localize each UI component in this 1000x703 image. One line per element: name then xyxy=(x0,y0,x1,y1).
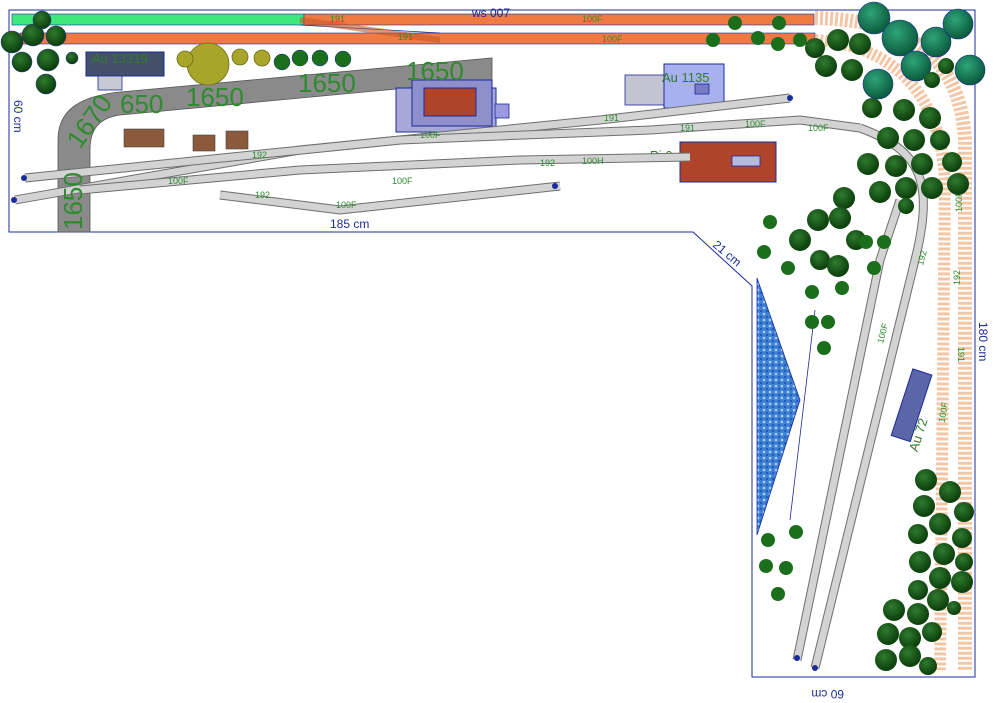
track-code: 100F xyxy=(602,34,623,44)
small-house-1 xyxy=(123,128,165,148)
track-code: 191 xyxy=(330,14,345,24)
track-code: 100F xyxy=(336,200,357,210)
ramp-height-label: 1650 xyxy=(406,56,464,86)
small-house-2 xyxy=(192,134,216,152)
buffer-stop-6 xyxy=(21,175,27,181)
building-au-1135[interactable]: Au 1135 xyxy=(624,63,725,109)
station-building[interactable] xyxy=(395,79,510,133)
ramp-height-label: 1650 xyxy=(186,82,244,112)
siding-green xyxy=(11,13,305,26)
buffer-stop-5 xyxy=(11,197,17,203)
water-pond xyxy=(756,277,801,536)
dimension-bottom-left: 185 cm xyxy=(330,217,369,231)
track-code: 192 xyxy=(952,270,962,285)
ramp-height-label: 1650 xyxy=(298,68,356,98)
dimension-right: 180 cm xyxy=(976,322,990,361)
building-au-13319[interactable]: Au 13319 xyxy=(85,51,165,91)
trees-middle-right xyxy=(757,207,891,601)
building-label-au-13319: Au 13319 xyxy=(92,51,148,66)
track-code: 100F xyxy=(745,119,766,129)
small-house-3 xyxy=(225,130,249,150)
buffer-stop-4 xyxy=(812,665,818,671)
track-code: 192 xyxy=(255,190,270,200)
dimension-top: ws 007 xyxy=(471,6,510,20)
track-code: 100H xyxy=(582,156,604,166)
ramp-road xyxy=(57,57,493,233)
buffer-stop-3 xyxy=(794,655,800,661)
right-edge-track-inner xyxy=(814,34,952,671)
building-label-au-1135: Au 1135 xyxy=(662,70,709,85)
track-code: 100F xyxy=(937,401,950,423)
track-code: 100F xyxy=(582,14,603,24)
trees-bottom-right xyxy=(875,469,974,675)
track-code: 100F xyxy=(954,191,964,212)
buffer-stop-2 xyxy=(552,183,558,189)
track-code: 100F xyxy=(168,176,189,186)
track-code: 100F xyxy=(392,176,413,186)
track-code: 191 xyxy=(398,32,413,42)
track-code: 191 xyxy=(604,113,619,123)
ramp-height-label: 650 xyxy=(120,89,163,119)
water-edge-line xyxy=(789,309,816,521)
main-tracks xyxy=(14,93,928,670)
track-code: 192 xyxy=(915,249,929,266)
dimension-bottom-right: 60 cm xyxy=(811,687,844,701)
siding-crossover-2 xyxy=(299,17,441,43)
trees-top-left xyxy=(0,10,352,95)
track-code: 100F xyxy=(420,130,441,140)
buffer-stop-1 xyxy=(787,95,793,101)
dimension-left: 60 cm xyxy=(11,100,25,133)
ramp-height-label: 1650 xyxy=(58,172,88,230)
track-code: 191 xyxy=(956,347,966,362)
track-code: 191 xyxy=(680,123,695,133)
trees-top-right xyxy=(706,1,986,214)
track-code: 100F xyxy=(808,123,829,133)
track-code: 192 xyxy=(252,150,267,160)
track-code: 192 xyxy=(540,158,555,168)
